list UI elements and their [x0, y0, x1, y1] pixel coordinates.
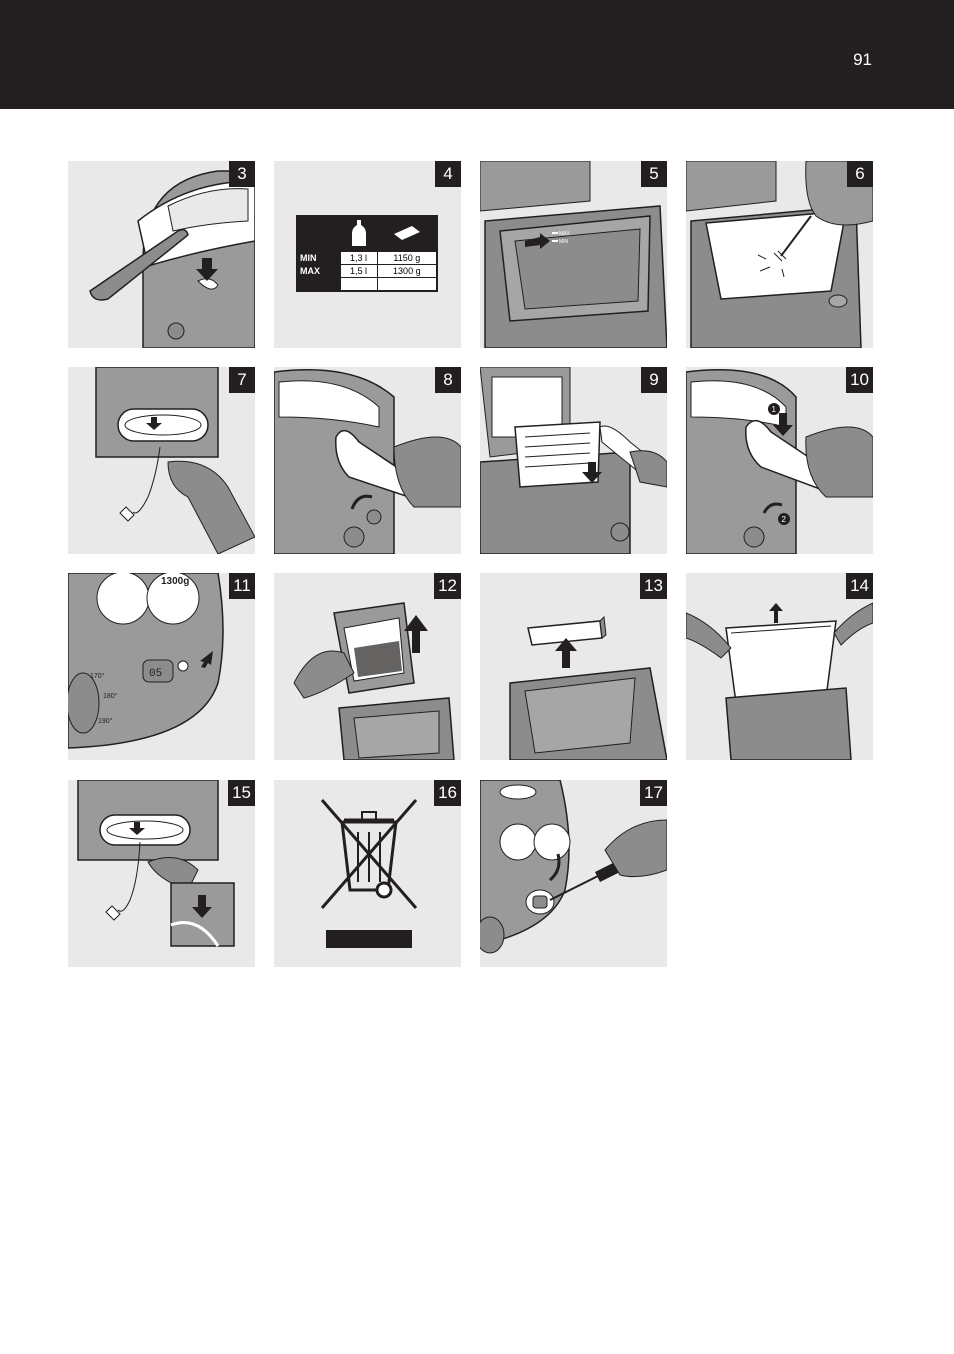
callout-1: 1: [772, 405, 777, 414]
fryer-inner-pot-illustration: MAX MIN: [480, 161, 667, 348]
temp-170-label: 170°: [90, 672, 105, 680]
table-row: MIN 1,3 l 1150 g: [296, 251, 438, 265]
step-number: 13: [640, 573, 667, 599]
step-6-panel: 6: [686, 161, 873, 348]
step-3-panel: 3: [68, 161, 255, 348]
step-9-panel: 9: [480, 367, 667, 554]
step-number: 10: [846, 367, 873, 393]
food-amount: 1150 g: [376, 251, 438, 265]
table-row: [296, 277, 438, 292]
stir-oil-fork-illustration: [686, 161, 873, 348]
step-7-panel: 7: [68, 367, 255, 554]
step-number: 7: [229, 367, 255, 393]
step-number: 16: [434, 780, 461, 806]
open-lid-handle-illustration: [274, 369, 461, 554]
oil-amount: 1,5 l: [339, 264, 378, 278]
oil-amount: [339, 277, 378, 292]
step-number: 15: [228, 780, 255, 806]
step-number: 11: [229, 573, 255, 599]
row-label: MIN: [296, 251, 341, 265]
step-4-panel: MIN 1,3 l 1150 g MAX 1,5 l 1300 g 4: [274, 161, 461, 348]
step-number: 12: [434, 573, 461, 599]
step-number: 6: [847, 161, 873, 187]
lift-inner-pot-illustration: [686, 602, 873, 760]
oil-food-quantity-table: MIN 1,3 l 1150 g MAX 1,5 l 1300 g: [296, 215, 438, 292]
step-10-panel: 1 2 10: [686, 367, 873, 554]
callout-2: 2: [782, 515, 787, 524]
step-11-panel: 1300g 05 170° 180° 190° 11: [68, 573, 255, 760]
remove-filter-illustration: [509, 615, 667, 760]
temp-180-label: 180°: [103, 692, 118, 700]
close-lid-handle-illustration: 1 2: [686, 369, 873, 554]
lower-basket-illustration: [480, 367, 667, 554]
food-amount: 1300 g: [376, 264, 438, 278]
weee-crossed-bin-icon: [320, 799, 418, 948]
step-5-panel: MAX MIN 5: [480, 161, 667, 348]
step-16-panel: 16: [274, 780, 461, 967]
step-number: 5: [641, 161, 667, 187]
oil-amount: 1,3 l: [339, 251, 378, 265]
page-header-bar: 91: [0, 0, 954, 109]
step-number: 9: [641, 367, 667, 393]
store-cord-illustration: [77, 780, 235, 947]
step-14-panel: 14: [686, 573, 873, 760]
screwdriver-reset-illustration: [480, 780, 667, 954]
temp-190-label: 190°: [98, 717, 113, 725]
row-label: MAX: [296, 264, 341, 278]
remove-lid-illustration: [293, 602, 455, 760]
step-number: 14: [846, 573, 873, 599]
oil-bottle-icon: [339, 215, 378, 252]
step-13-panel: 13: [480, 573, 667, 760]
table-row: MAX 1,5 l 1300 g: [296, 264, 438, 278]
step-15-panel: 15: [68, 780, 255, 967]
unwind-cord-illustration: [95, 367, 255, 554]
page-number: 91: [853, 50, 872, 69]
fryer-lid-handle-illustration: [89, 170, 255, 348]
table-corner: [296, 215, 341, 252]
max-mark-label: MAX: [559, 231, 571, 237]
step-8-panel: 8: [274, 367, 461, 554]
step-number: 4: [435, 161, 461, 187]
row-label: [296, 277, 341, 292]
food-amount: [376, 277, 438, 292]
step-number: 8: [435, 367, 461, 393]
step-number: 3: [229, 161, 255, 187]
timer-display-illustration: 1300g 05 170° 180° 190°: [68, 573, 224, 749]
timer-display-digits: 05: [149, 668, 162, 680]
step-12-panel: 12: [274, 573, 461, 760]
step-17-panel: 17: [480, 780, 667, 967]
food-portion-icon: [376, 215, 438, 252]
food-weight-label: 1300g: [161, 576, 189, 587]
min-mark-label: MIN: [559, 239, 569, 245]
step-number: 17: [640, 780, 667, 806]
